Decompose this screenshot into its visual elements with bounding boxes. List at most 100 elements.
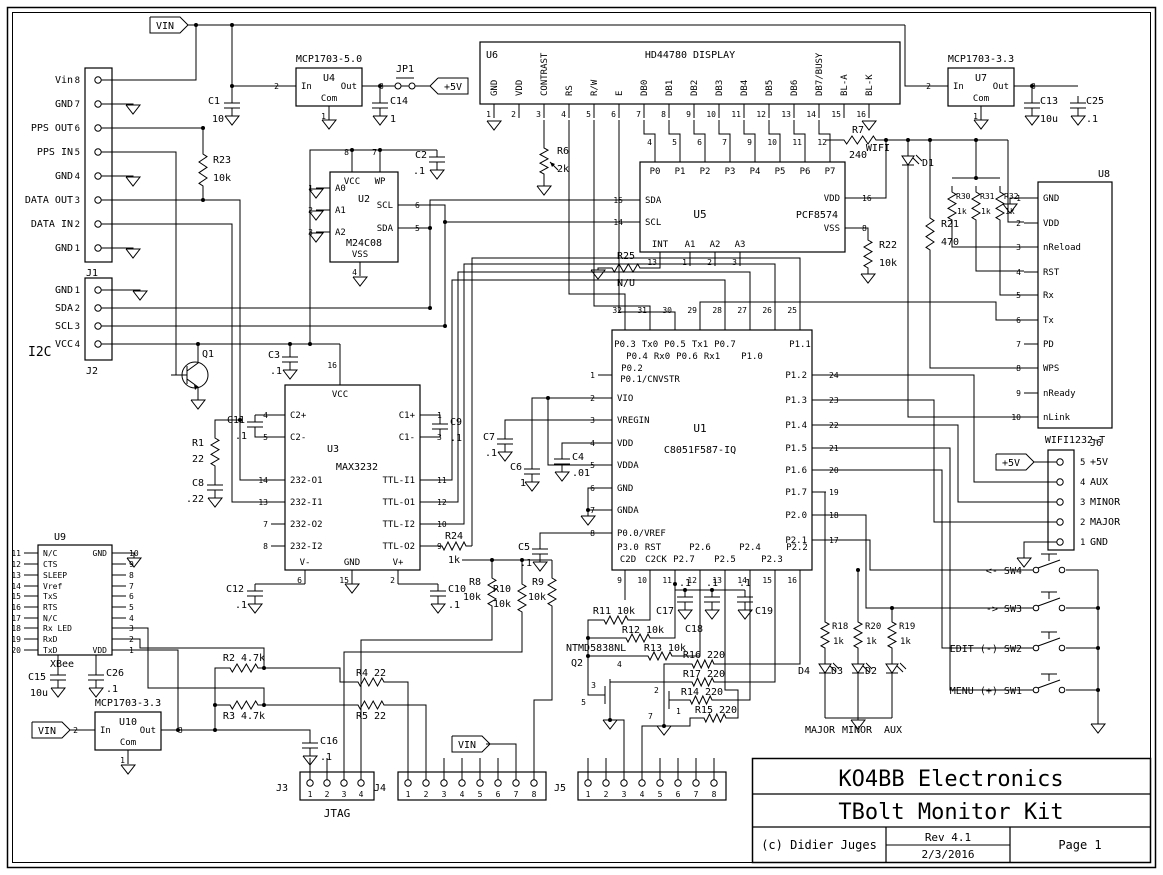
svg-text:nReload: nReload (1043, 243, 1081, 253)
svg-text:VDD: VDD (824, 194, 840, 204)
svg-text:1: 1 (406, 790, 411, 799)
svg-text:P6: P6 (800, 167, 811, 177)
svg-text:DB3: DB3 (715, 80, 725, 96)
svg-text:240: 240 (849, 150, 867, 161)
svg-text:J3: J3 (276, 783, 288, 794)
switch-SW2: EDIT (-) SW2 (950, 631, 1066, 655)
svg-text:11: 11 (662, 576, 672, 585)
svg-text:6: 6 (611, 110, 616, 119)
svg-text:9: 9 (747, 138, 752, 147)
svg-text:1: 1 (437, 411, 442, 420)
svg-text:21: 21 (829, 444, 839, 453)
svg-text:CONTRAST: CONTRAST (540, 52, 550, 96)
svg-text:27: 27 (737, 306, 747, 315)
svg-text:12: 12 (817, 138, 827, 147)
page-border-inner (12, 12, 1151, 863)
svg-text:A1: A1 (685, 240, 696, 250)
capacitor-C8: C8.22 (186, 478, 224, 508)
svg-text:BL-A: BL-A (840, 74, 850, 96)
svg-text:7: 7 (1016, 340, 1021, 349)
svg-text:P0.7: P0.7 (714, 340, 736, 350)
svg-text:J1: J1 (86, 268, 98, 279)
svg-text:P1.2: P1.2 (785, 371, 807, 381)
svg-text:GNDA: GNDA (617, 506, 639, 516)
svg-text:4: 4 (1080, 478, 1085, 488)
junction-dots (176, 23, 1100, 732)
svg-text:16: 16 (862, 194, 872, 203)
svg-text:232-I2: 232-I2 (290, 542, 323, 552)
svg-text:14: 14 (613, 218, 623, 227)
svg-text:I2C: I2C (28, 345, 51, 360)
svg-text:Q1: Q1 (202, 349, 214, 360)
svg-text:1: 1 (682, 258, 687, 267)
svg-text:P1.5: P1.5 (785, 444, 807, 454)
svg-text:8: 8 (590, 529, 595, 538)
svg-text:GND: GND (55, 243, 73, 254)
svg-text:C26: C26 (106, 668, 124, 679)
svg-text:24: 24 (829, 371, 839, 380)
svg-text:4: 4 (647, 138, 652, 147)
svg-text:29: 29 (687, 306, 697, 315)
svg-text:7: 7 (129, 582, 134, 591)
svg-text:10: 10 (637, 576, 647, 585)
svg-text:5: 5 (1016, 291, 1021, 300)
svg-text:SCL: SCL (377, 201, 393, 211)
svg-text:MAJOR: MAJOR (805, 725, 836, 736)
svg-text:R/W: R/W (590, 79, 600, 96)
svg-text:C10: C10 (448, 584, 466, 595)
svg-text:15: 15 (613, 196, 623, 205)
svg-text:1k: 1k (900, 637, 911, 647)
svg-text:22: 22 (192, 454, 204, 465)
svg-text:PPS OUT: PPS OUT (31, 123, 73, 134)
svg-text:5: 5 (672, 138, 677, 147)
svg-text:2: 2 (424, 790, 429, 799)
resistor-R3: R3 4.7k (223, 700, 265, 722)
svg-text:nReady: nReady (1043, 389, 1076, 399)
svg-text:4: 4 (263, 411, 268, 420)
transistor-Q1 (171, 351, 209, 399)
power-flag-VIN-mid: VIN (451, 735, 491, 753)
svg-text:R15 220: R15 220 (695, 705, 737, 716)
svg-text:232-O1: 232-O1 (290, 476, 323, 486)
svg-text:JTAG: JTAG (324, 807, 351, 820)
svg-text:MENU (+) SW1: MENU (+) SW1 (950, 686, 1022, 697)
svg-text:31: 31 (637, 306, 647, 315)
svg-text:C19: C19 (755, 606, 773, 617)
svg-text:14: 14 (258, 476, 268, 485)
svg-text:VIO: VIO (617, 394, 633, 404)
svg-text:R10: R10 (493, 584, 511, 595)
svg-text:5: 5 (658, 790, 663, 799)
svg-text:2: 2 (926, 82, 931, 91)
svg-text:C1: C1 (208, 96, 220, 107)
svg-text:.1: .1 (320, 752, 332, 763)
svg-text:2: 2 (129, 635, 134, 644)
svg-text:1: 1 (486, 110, 491, 119)
svg-text:P1.7: P1.7 (785, 488, 807, 498)
resistor-R5: R5 22 (352, 699, 390, 722)
svg-text:10k: 10k (463, 592, 481, 603)
svg-text:SDA: SDA (55, 303, 73, 314)
svg-text:.22: .22 (186, 494, 204, 505)
svg-text:U6: U6 (486, 50, 498, 61)
svg-text:Tx: Tx (1043, 316, 1054, 326)
svg-text:U3: U3 (327, 444, 339, 455)
svg-text:18: 18 (829, 511, 839, 520)
schematic-drawing: U4MCP1703-5.02In3Out1ComU7MCP1703-3.32In… (11, 16, 1121, 820)
svg-text:10: 10 (767, 138, 777, 147)
svg-text:Tx0: Tx0 (642, 340, 658, 350)
svg-text:C11: C11 (227, 415, 245, 426)
svg-text:DB2: DB2 (690, 80, 700, 96)
svg-text:R14 220: R14 220 (681, 687, 723, 698)
svg-text:P1.4: P1.4 (785, 421, 807, 431)
svg-text:VCC: VCC (344, 177, 360, 187)
svg-text:In: In (100, 726, 111, 736)
